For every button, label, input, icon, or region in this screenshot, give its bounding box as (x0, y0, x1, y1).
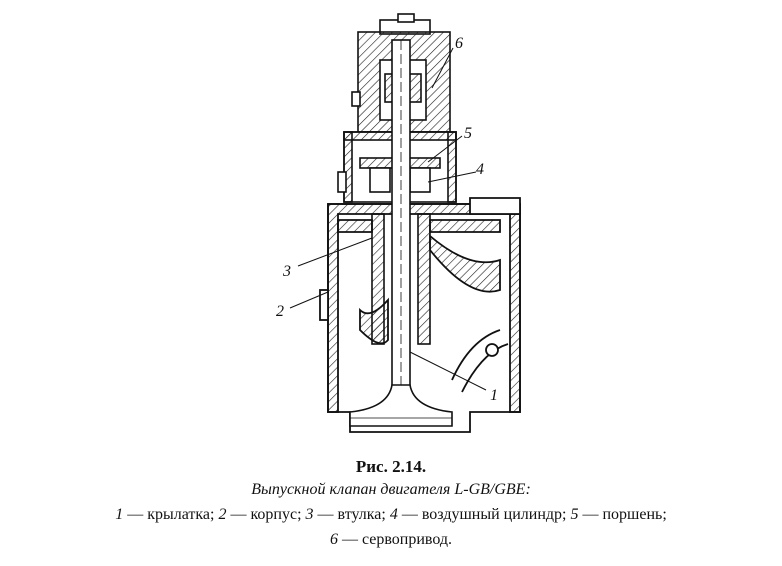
legend-number: 1 (115, 506, 124, 523)
legend-line: 6 — сервопривод. (0, 531, 782, 549)
callout-leaders (289, 47, 487, 391)
callout-1: 1 (490, 387, 498, 404)
legend-number: 3 (305, 506, 314, 523)
callout-4: 4 (476, 161, 484, 178)
callout-2: 2 (276, 303, 284, 320)
callout-6: 6 (455, 35, 463, 52)
exhaust-valve-drawing: 1 2 3 4 5 6 (276, 13, 521, 433)
figure-title: Рис. 2.14. (355, 457, 427, 476)
legend-line: 1 — крылатка; 2 — корпус; 3 — втулка; 4 … (0, 506, 782, 524)
legend-text: — воздушный цилиндр; (397, 506, 571, 523)
legend-number: 2 (218, 506, 227, 523)
valve-bush (371, 213, 431, 345)
callout-3: 3 (282, 263, 291, 280)
legend-text: — корпус; (226, 506, 306, 523)
figure-subtitle: Выпускной клапан двигателя L-GB/GBE: (251, 481, 531, 498)
legend-number: 4 (389, 506, 398, 523)
legend-text: — крылатка; (123, 506, 219, 523)
valve-spindle (349, 39, 453, 427)
legend-text: — поршень; (578, 506, 667, 523)
legend-number: 6 (329, 531, 338, 548)
callout-5: 5 (464, 125, 472, 142)
legend-text: — сервопривод. (337, 531, 453, 548)
callout-labels: 1 2 3 4 5 6 (276, 35, 498, 404)
legend-text: — втулка; (313, 506, 390, 523)
legend-number: 5 (570, 506, 579, 523)
